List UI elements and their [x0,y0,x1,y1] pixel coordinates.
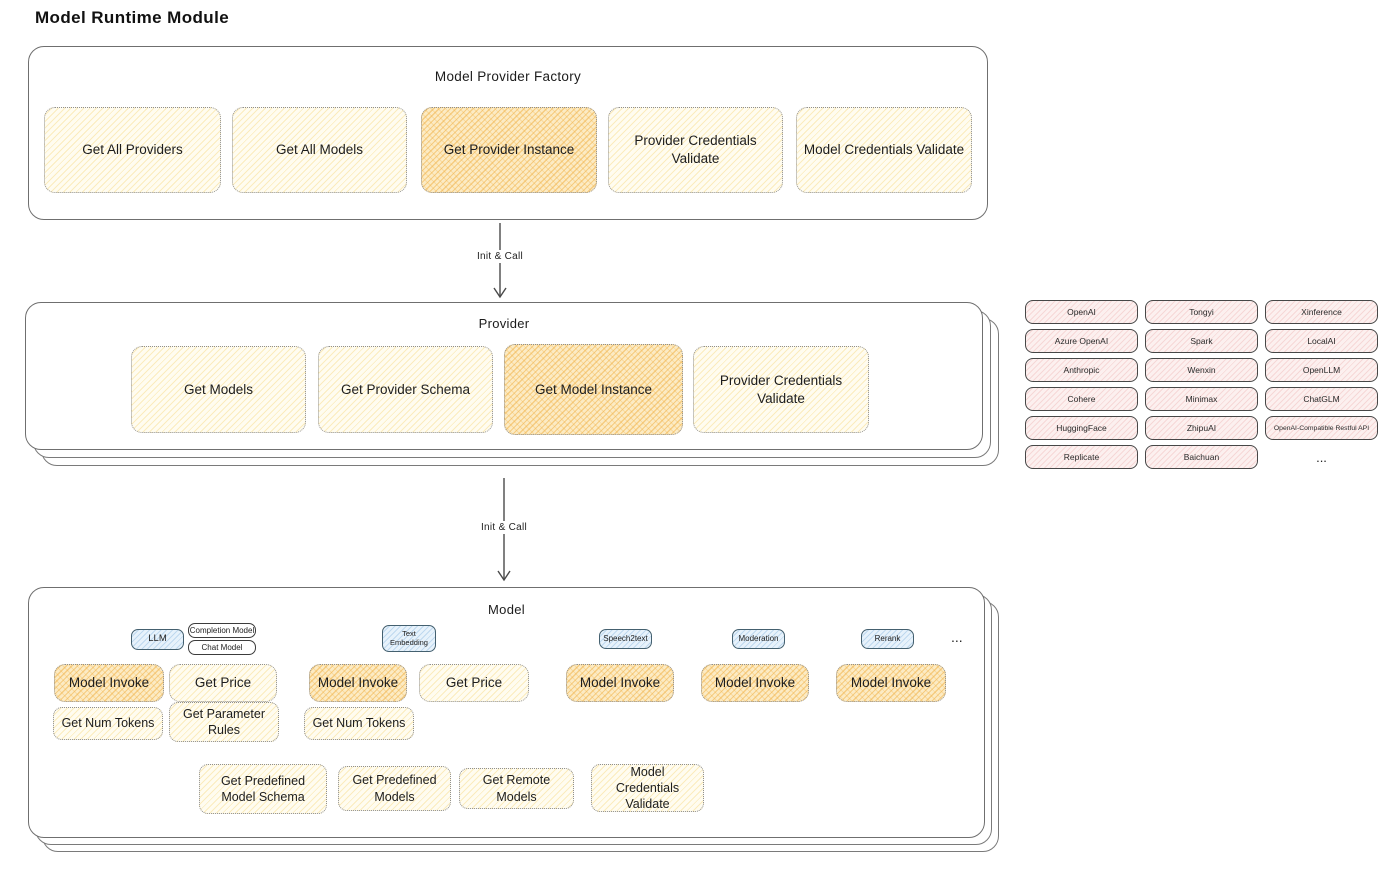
factory-box-title: Model Provider Factory [434,69,582,84]
provider-pill-chatglm: ChatGLM [1265,387,1378,411]
node-get-models: Get Models [131,346,306,433]
provider-pill-baichuan: Baichuan [1145,445,1258,469]
node-get-num-tokens-llm: Get Num Tokens [53,707,163,740]
node-get-parameter-rules: Get Parameter Rules [169,702,279,742]
node-get-all-models: Get All Models [232,107,407,193]
provider-pill-xinference: Xinference [1265,300,1378,324]
provider-pill-cohere: Cohere [1025,387,1138,411]
arrow-label-init-call-1: Init & Call [465,250,535,263]
model-box-title: Model [488,602,525,617]
node-model-invoke-text-embedding: Model Invoke [309,664,407,702]
provider-pill-azure-openai: Azure OpenAI [1025,329,1138,353]
page-title: Model Runtime Module [35,8,230,27]
node-model-credentials-validate-2: Model Credentials Validate [591,764,704,812]
provider-list: OpenAI Tongyi Xinference Azure OpenAI Sp… [1025,300,1378,469]
node-get-remote-models: Get Remote Models [459,768,574,809]
tag-chat-model: Chat Model [188,640,256,655]
node-model-credentials-validate: Model Credentials Validate [796,107,972,193]
node-provider-credentials-validate-2: Provider Credentials Validate [693,346,869,433]
node-get-num-tokens-text-embedding: Get Num Tokens [304,707,414,740]
node-provider-credentials-validate: Provider Credentials Validate [608,107,783,193]
provider-pill-minimax: Minimax [1145,387,1258,411]
provider-pill-tongyi: Tongyi [1145,300,1258,324]
node-get-predefined-models: Get Predefined Models [338,766,451,811]
provider-pill-zhipuai: ZhipuAI [1145,416,1258,440]
provider-pill-openai: OpenAI [1025,300,1138,324]
provider-list-more: ... [1316,449,1327,465]
node-get-all-providers: Get All Providers [44,107,221,193]
provider-pill-wenxin: Wenxin [1145,358,1258,382]
node-get-price-text-embedding: Get Price [419,664,529,702]
provider-pill-anthropic: Anthropic [1025,358,1138,382]
provider-pill-huggingface: HuggingFace [1025,416,1138,440]
provider-pill-replicate: Replicate [1025,445,1138,469]
provider-box-title: Provider [478,316,530,331]
tag-llm: LLM [131,629,184,650]
provider-pill-openai-compatible: OpenAI-Compatible Restful API [1265,416,1378,440]
arrow-label-init-call-2: Init & Call [469,521,539,534]
tag-text-embedding: Text Embedding [382,625,436,652]
model-types-more: ... [951,629,963,645]
tag-rerank: Rerank [861,629,914,649]
node-get-price-llm: Get Price [169,664,277,702]
provider-pill-localai: LocalAI [1265,329,1378,353]
tag-moderation: Moderation [732,629,785,649]
model-box: Model LLM Completion Model Chat Model Mo… [28,587,985,838]
node-model-invoke-rerank: Model Invoke [836,664,946,702]
node-model-invoke-moderation: Model Invoke [701,664,809,702]
node-get-predefined-model-schema: Get Predefined Model Schema [199,764,327,814]
node-model-invoke-speech2text: Model Invoke [566,664,674,702]
node-get-model-instance: Get Model Instance [504,344,683,435]
provider-pill-openllm: OpenLLM [1265,358,1378,382]
tag-completion-model: Completion Model [188,623,256,638]
factory-box: Model Provider Factory Get All Providers… [28,46,988,220]
node-model-invoke-llm: Model Invoke [54,664,164,702]
node-get-provider-schema: Get Provider Schema [318,346,493,433]
provider-box: Provider Get Models Get Provider Schema … [25,302,983,450]
node-get-provider-instance: Get Provider Instance [421,107,597,193]
provider-pill-spark: Spark [1145,329,1258,353]
tag-speech2text: Speech2text [599,629,652,649]
